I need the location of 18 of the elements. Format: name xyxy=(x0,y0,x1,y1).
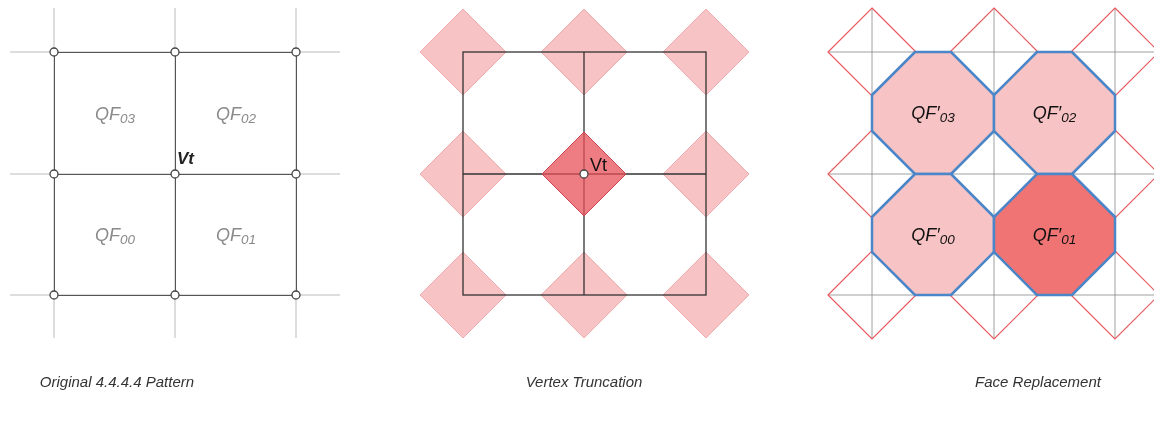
face-label: QF′$_{03}$ xyxy=(910,104,956,122)
face-label: QF$_{00}$ xyxy=(94,226,136,244)
vertex-label: Vt xyxy=(177,148,196,170)
panel-caption: Vertex Truncation xyxy=(524,373,644,392)
face-label: Vt xyxy=(590,156,607,174)
face-label: QF′$_{00}$ xyxy=(910,225,956,244)
face-label: QF$_{01}$ xyxy=(215,226,257,244)
octagon-face xyxy=(994,174,1115,295)
face-label: QF$_{03}$ xyxy=(94,104,136,123)
panel-caption: Face Replacement xyxy=(974,373,1103,392)
truncated-vertex-diamond xyxy=(541,131,627,217)
octagon-face xyxy=(872,174,994,295)
face-label: QF$_{02}$ xyxy=(215,104,257,123)
panel-caption: Original 4.4.4.4 Pattern xyxy=(38,373,196,392)
octagon-face xyxy=(872,52,994,174)
octagon-face xyxy=(994,52,1115,174)
face-label: QF′$_{02}$ xyxy=(1031,104,1078,122)
face-label: QF′$_{01}$ xyxy=(1031,225,1078,244)
